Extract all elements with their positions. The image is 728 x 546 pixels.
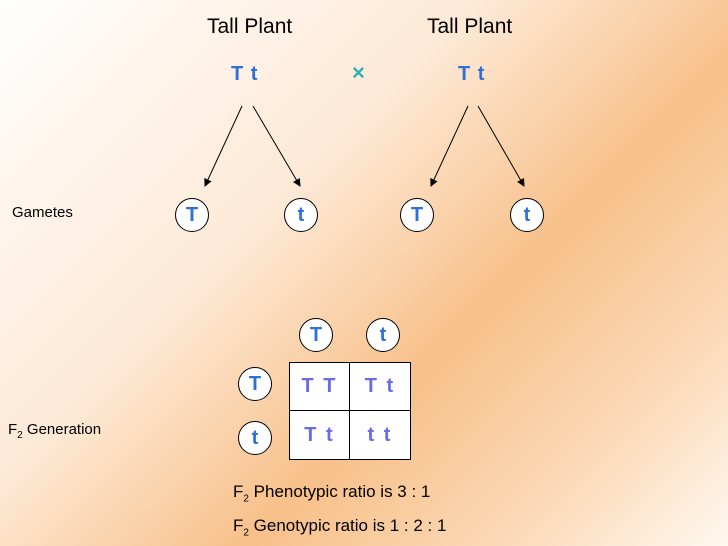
- punnett-square: T T T t T t t t: [289, 362, 411, 460]
- genotypic-ratio: F2 Genotypic ratio is 1 : 2 : 1: [233, 516, 447, 539]
- punnett-cell: T t: [290, 411, 350, 459]
- gamete-circle: t: [284, 198, 318, 232]
- punnett-top-allele: t: [366, 318, 400, 352]
- parent-1-title: Tall Plant: [207, 15, 293, 38]
- cross-symbol: ×: [352, 60, 365, 85]
- punnett-cell: t t: [367, 423, 393, 446]
- arrow-line: [252, 105, 301, 187]
- arrow-line: [430, 105, 469, 187]
- parent-2-title: Tall Plant: [427, 15, 513, 38]
- parent-1-genotype: T t: [231, 63, 259, 85]
- gamete-circle: T: [175, 198, 209, 232]
- punnett-cell: T T: [290, 363, 350, 411]
- punnett-top-allele: T: [299, 318, 333, 352]
- gametes-label: Gametes: [12, 204, 73, 221]
- phenotypic-ratio: F2 Phenotypic ratio is 3 : 1: [233, 482, 431, 505]
- arrow-line: [204, 105, 243, 187]
- punnett-left-allele: t: [238, 421, 272, 455]
- punnett-cell: T t: [350, 363, 410, 411]
- f2-generation-label: F2 Generation: [8, 421, 102, 441]
- gamete-circle: t: [510, 198, 544, 232]
- punnett-left-allele: T: [238, 367, 272, 401]
- gamete-circle: T: [400, 198, 434, 232]
- parent-2-genotype: T t: [458, 63, 486, 85]
- arrow-line: [477, 105, 525, 187]
